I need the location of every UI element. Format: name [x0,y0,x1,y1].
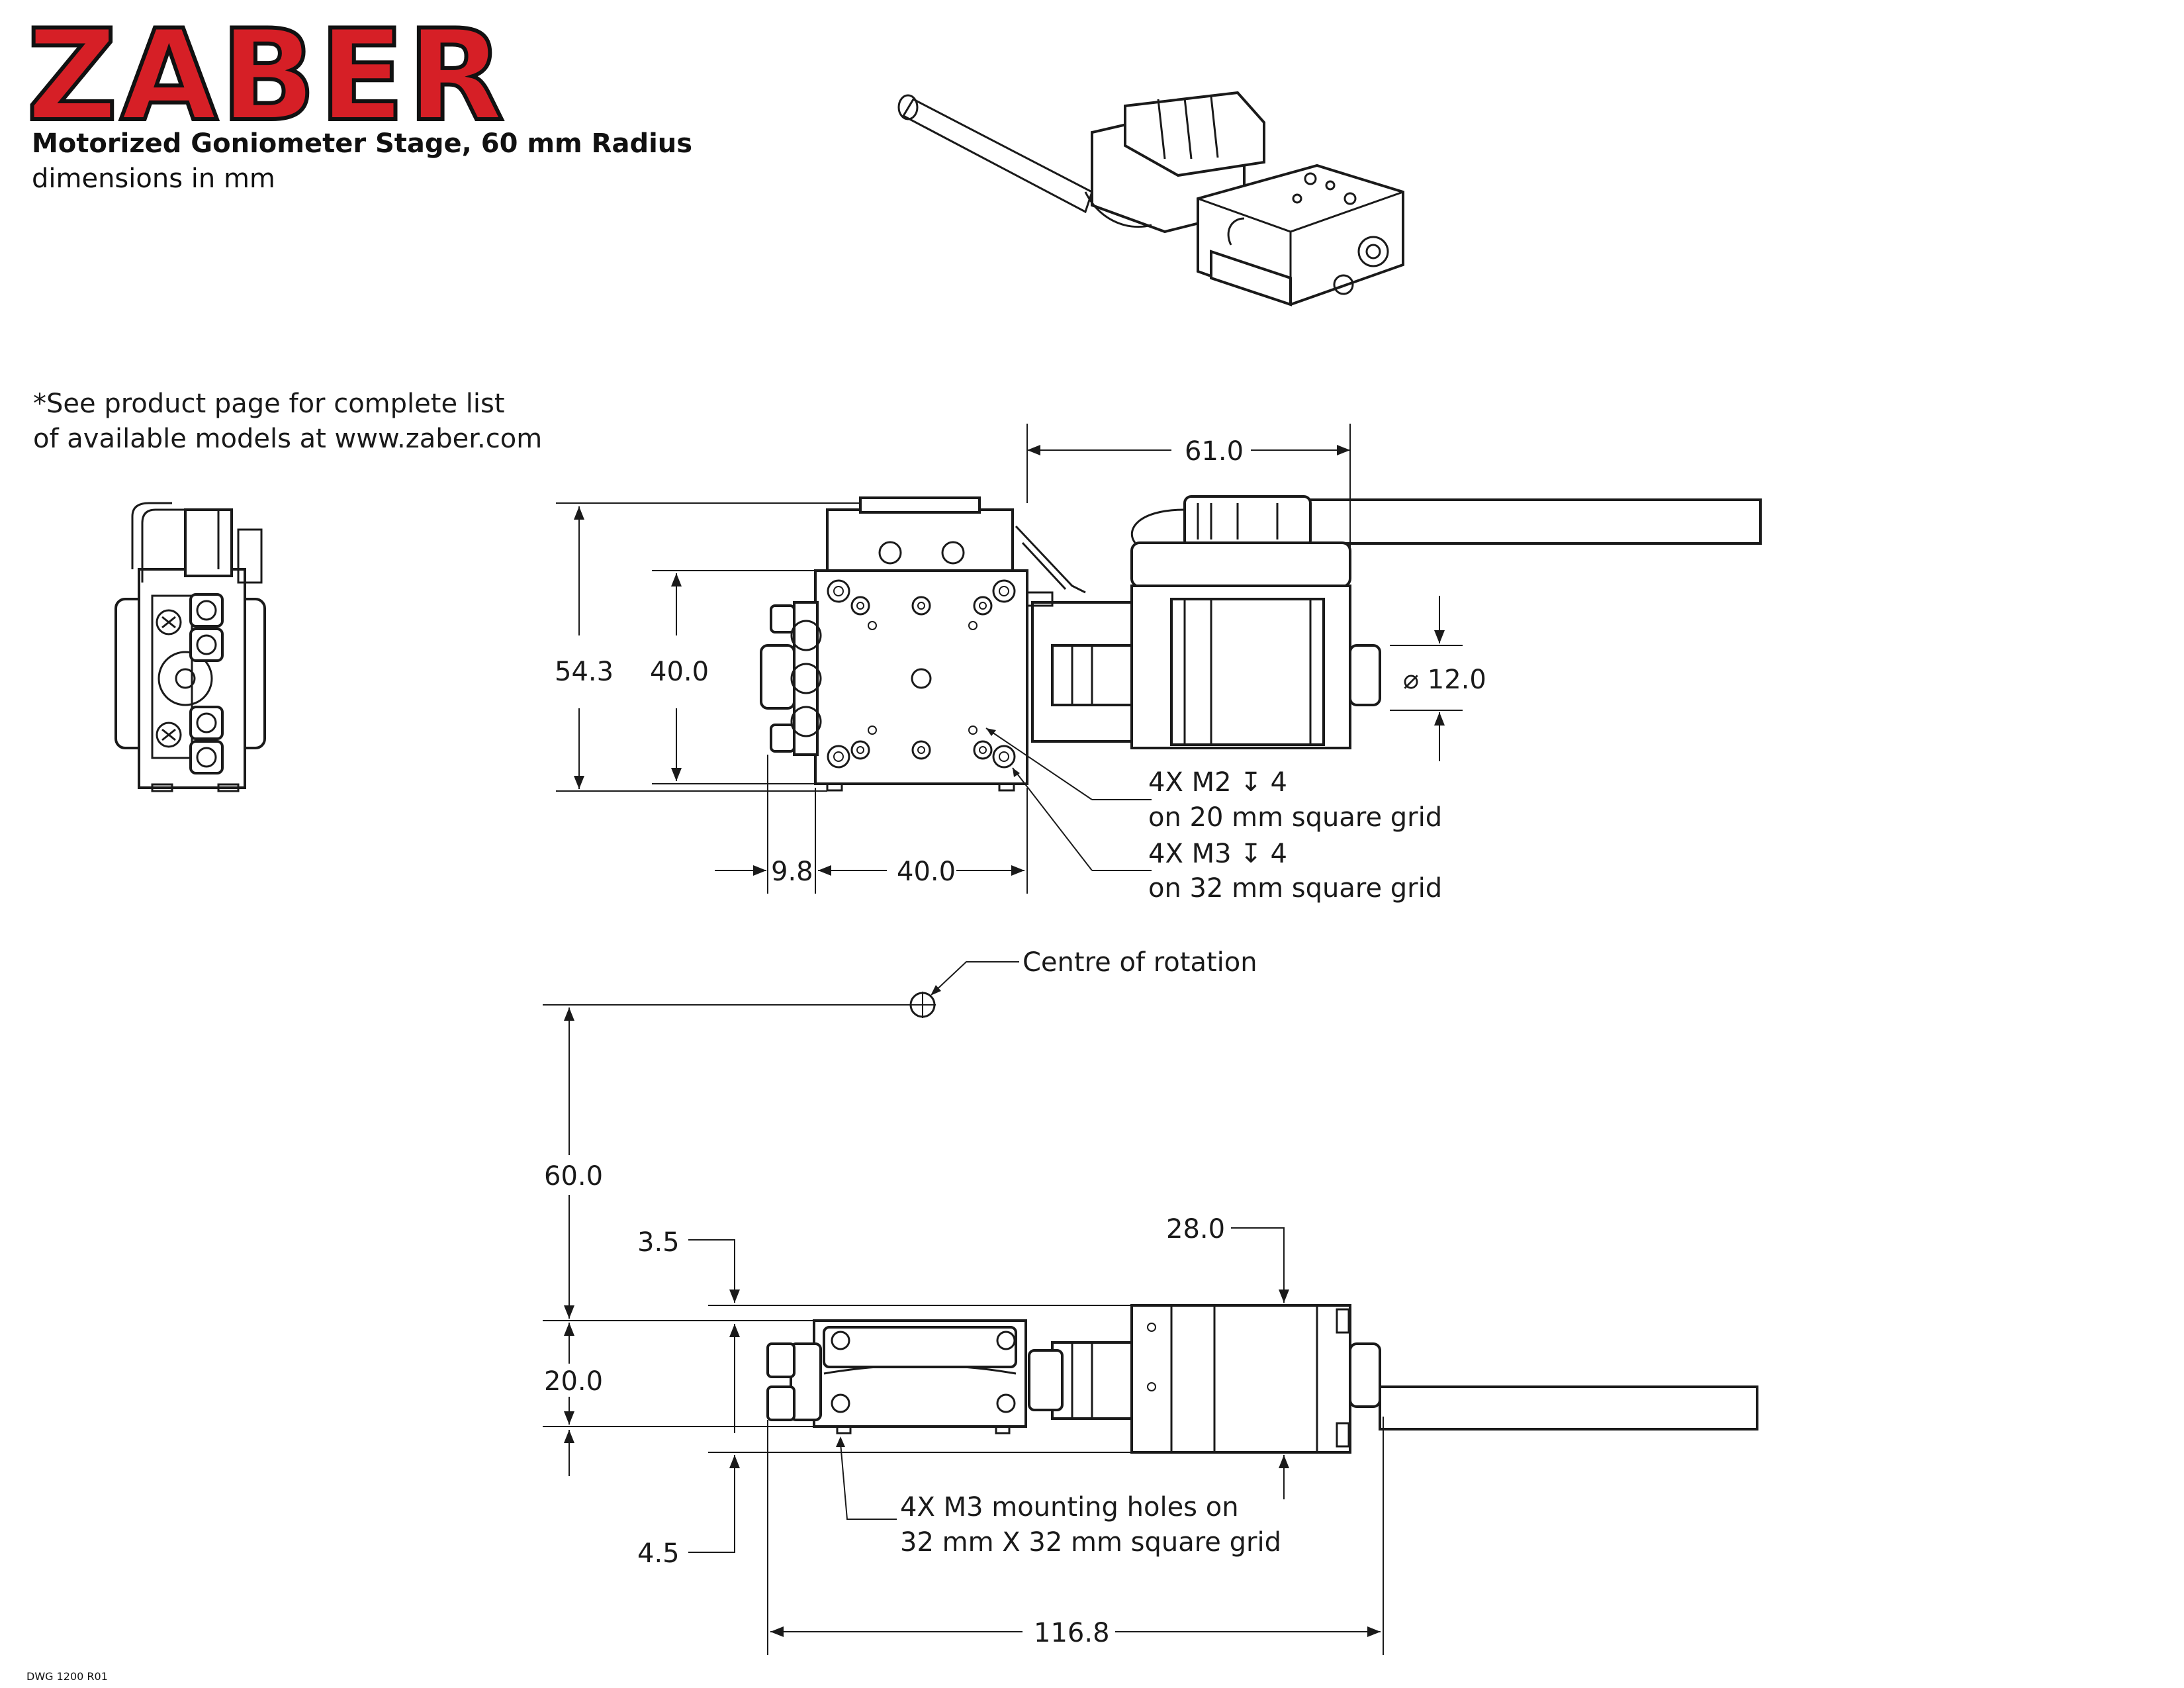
m3-callout-line2: on 32 mm square grid [1148,873,1442,904]
dim-40-horizontal: 40.0 [897,857,956,887]
mount-note-line1: 4X M3 mounting holes on [900,1492,1239,1523]
units-subtitle: dimensions in mm [32,164,275,194]
m2-callout-line1: 4X M2 ↧ 4 [1148,767,1287,798]
models-note-line2: of available models at www.zaber.com [33,424,542,454]
centre-label: Centre of rotation [1023,947,1257,978]
zaber-logo: ZABER [26,3,507,149]
side-view [766,1304,1758,1454]
end-view [114,502,266,792]
centre-of-rotation: Centre of rotation [543,947,1257,1018]
mount-note-line2: 32 mm X 32 mm square grid [900,1527,1281,1558]
drawing-number: DWG 1200 R01 [26,1670,108,1683]
dim-20: 20.0 [544,1366,603,1397]
m3-callout-line1: 4X M3 ↧ 4 [1148,839,1287,869]
m2-callout-line2: on 20 mm square grid [1148,802,1442,833]
models-note-line1: *See product page for complete list [33,389,505,419]
dim-3-5: 3.5 [637,1227,680,1258]
dim-116-8: 116.8 [1034,1618,1110,1648]
drawing-title: Motorized Goniometer Stage, 60 mm Radius [32,128,692,159]
dim-54-3: 54.3 [555,657,614,687]
top-view-dimensions: 61.0 54.3 40.0 ⌀ 12.0 9.8 40.0 4X M2 ↧ 4… [555,424,1486,904]
dim-9-8: 9.8 [771,857,813,887]
top-view [760,495,1762,792]
dim-4-5: 4.5 [637,1538,680,1569]
dim-60-radius: 60.0 [544,1161,603,1192]
dim-28: 28.0 [1166,1214,1225,1244]
isometric-view [897,91,1404,306]
dim-61: 61.0 [1185,436,1244,467]
dim-shaft-diameter: ⌀ 12.0 [1403,665,1486,695]
dim-40-vertical: 40.0 [650,657,709,687]
side-view-dimensions: 60.0 20.0 3.5 4.5 28.0 4X M3 mounting ho… [543,1008,1384,1655]
